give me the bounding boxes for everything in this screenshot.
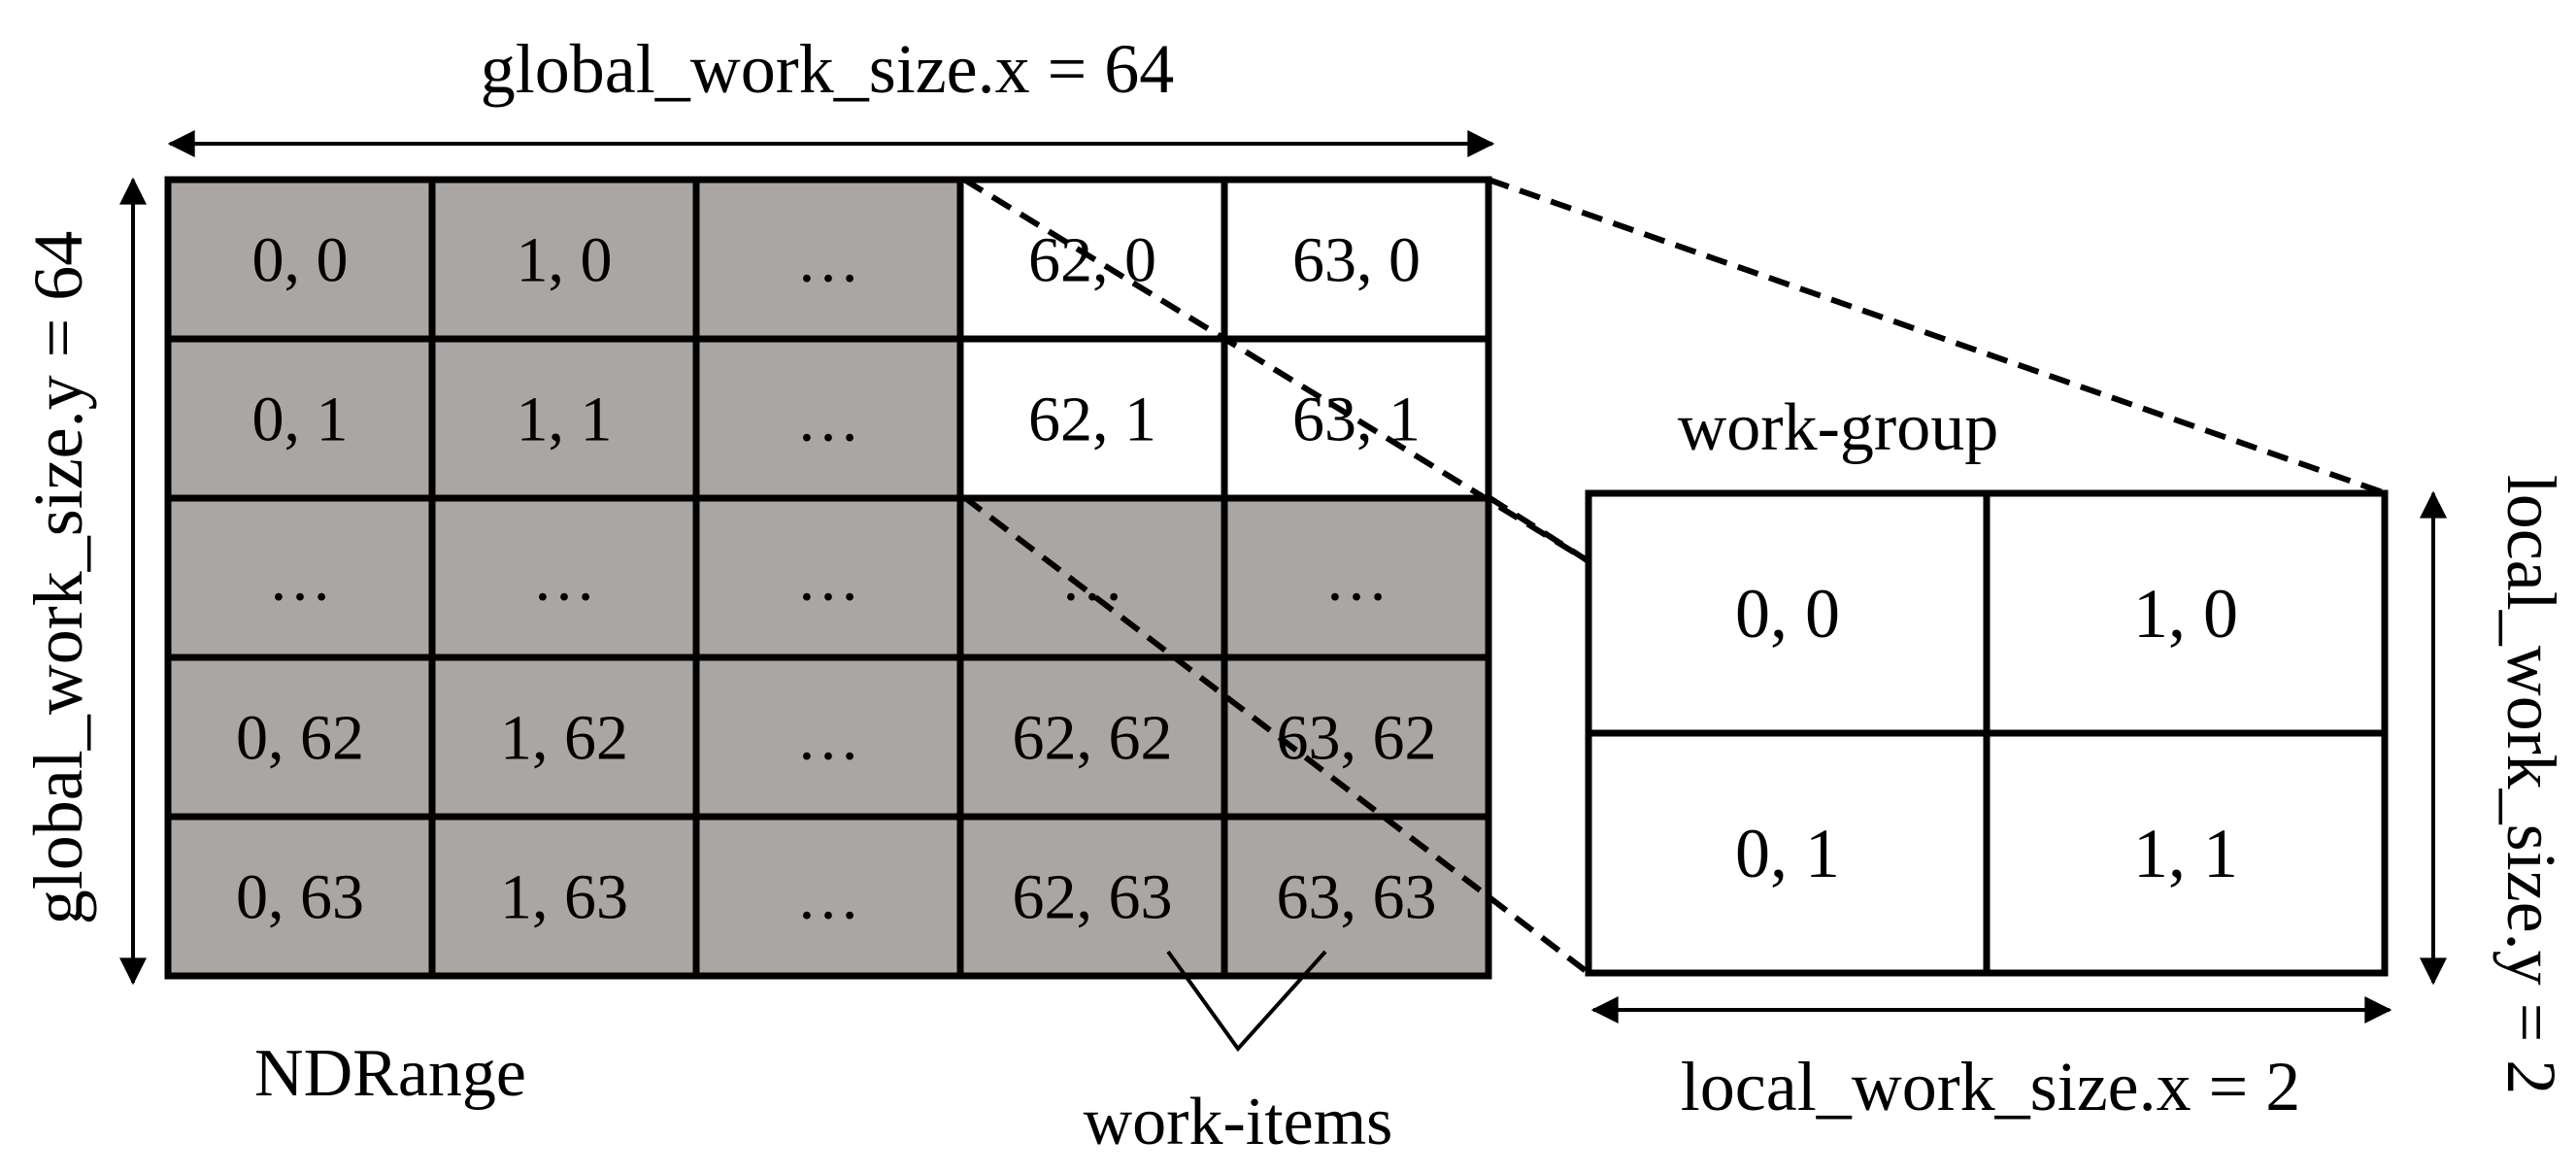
work-group-label: work-group	[1678, 390, 1998, 465]
ndrange-cell-label: …	[796, 543, 860, 614]
ndrange-cell-bg	[1221, 813, 1492, 980]
projection-lines	[962, 177, 2387, 976]
ndrange-cell-bg	[428, 654, 700, 821]
projection-line	[1488, 177, 2387, 496]
ndrange-cell-label: 1, 63	[500, 861, 628, 932]
ndrange-cell-bg	[1221, 494, 1492, 661]
ndrange-cell-bg	[692, 335, 964, 502]
ndrange-cell-bg	[428, 494, 700, 661]
work-group-cell-label: 0, 0	[1735, 575, 1840, 653]
ndrange-cell-label: …	[796, 224, 860, 295]
local-y-label: local_work_size.y = 2	[2492, 475, 2570, 1094]
ndrange-cell-bg	[164, 176, 436, 343]
ndrange-cell-bg	[692, 813, 964, 980]
ndrange-cell-label: 0, 0	[252, 224, 349, 295]
ndrange-cell-label: 63, 0	[1292, 224, 1421, 295]
ndrange-cell-label: 63, 62	[1277, 702, 1437, 773]
ndrange-cell-label: 0, 1	[252, 384, 349, 454]
ndrange-cell-bg	[956, 335, 1228, 502]
projection-line	[962, 177, 1590, 564]
ndrange-cell-bg	[428, 813, 700, 980]
work-items-label: work-items	[1084, 1085, 1393, 1159]
ndrange-cell-label: 1, 62	[500, 702, 628, 773]
ndrange-cell-bg	[164, 654, 436, 821]
ndrange-cell-label: …	[268, 543, 332, 614]
work-group-cell-bg	[1585, 489, 1991, 737]
ndrange-cell-label: …	[532, 543, 596, 614]
work-items-pointer	[1166, 950, 1327, 1053]
global-x-label: global_work_size.x = 64	[481, 30, 1174, 108]
ndrange-label: NDRange	[254, 1036, 526, 1111]
ndrange-cell-bg	[164, 813, 436, 980]
projection-line	[1487, 494, 1590, 564]
ndrange-cell-label: 0, 62	[236, 702, 364, 773]
ndrange-cell-label: 62, 63	[1013, 861, 1173, 932]
ndrange-cell-label: …	[1324, 543, 1388, 614]
ndrange-cell-label: …	[796, 384, 860, 454]
ndrange-cell-bg	[692, 654, 964, 821]
ndrange-cell-bg	[692, 494, 964, 661]
work-group-cell-label: 1, 1	[2133, 815, 2238, 892]
ndrange-cell-label: 62, 62	[1013, 702, 1173, 773]
work-group-cell-label: 1, 0	[2133, 575, 2238, 653]
work-group-grid: 0, 0 1, 0 0, 1 1, 1	[1585, 489, 2389, 977]
ndrange-cell-label: 0, 63	[236, 861, 364, 932]
ndrange-cell-label: 1, 1	[517, 384, 613, 454]
work-group-cell-bg	[1983, 489, 2389, 737]
ndrange-cell-label: 63, 63	[1277, 861, 1437, 932]
ndrange-cell-label: 1, 0	[517, 224, 613, 295]
ndrange-cell-label: …	[796, 861, 860, 932]
local-x-label: local_work_size.x = 2	[1681, 1048, 2300, 1125]
ndrange-cell-label: …	[796, 702, 860, 773]
work-group-cell-label: 0, 1	[1735, 815, 1840, 892]
ndrange-cell-label: 62, 1	[1028, 384, 1156, 454]
work-group-cell-bg	[1585, 729, 1991, 977]
work-group-cell-bg	[1983, 729, 2389, 977]
global-y-label: global_work_size.y = 64	[19, 231, 97, 924]
